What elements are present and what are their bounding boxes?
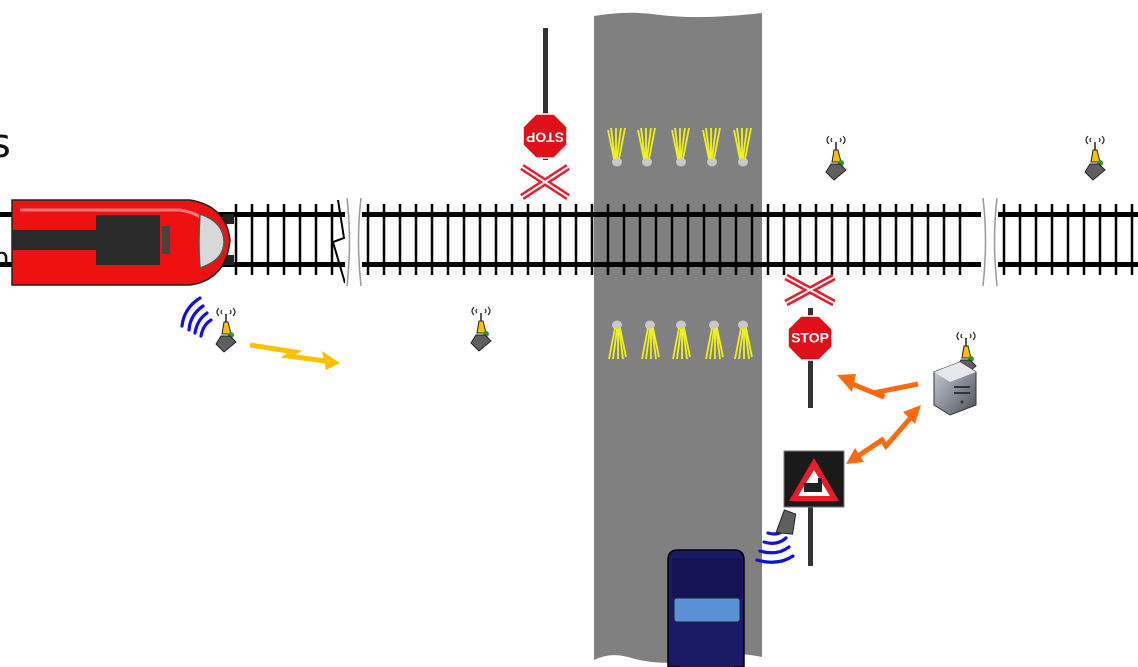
stop-sign-icon: STOP xyxy=(787,308,833,408)
crossbuck-icon xyxy=(784,273,836,307)
railway-track xyxy=(0,195,1138,287)
sensor-icon xyxy=(215,307,237,353)
radio-wave-icon xyxy=(180,296,213,338)
train-icon xyxy=(11,199,234,286)
stop-sign-icon: STOP xyxy=(522,28,568,160)
sensor-icon xyxy=(470,306,492,352)
warning-sign-icon xyxy=(783,450,845,566)
sensor-icon xyxy=(775,509,797,535)
lightning-arrow-icon xyxy=(846,405,921,464)
lightning-arrow-icon xyxy=(249,342,340,370)
text-fragment: n xyxy=(0,241,10,274)
crossbuck-icon xyxy=(520,164,570,200)
radio-wave-icon xyxy=(755,528,795,564)
text-fragment: s xyxy=(0,121,11,167)
stop-sign-label: STOP xyxy=(526,129,564,145)
sensor-icon xyxy=(825,135,847,181)
server-icon xyxy=(933,361,977,416)
car-icon xyxy=(667,549,745,667)
stop-sign-label: STOP xyxy=(791,330,829,346)
lightning-arrow-icon xyxy=(837,374,919,400)
sensor-icon xyxy=(1084,135,1106,181)
